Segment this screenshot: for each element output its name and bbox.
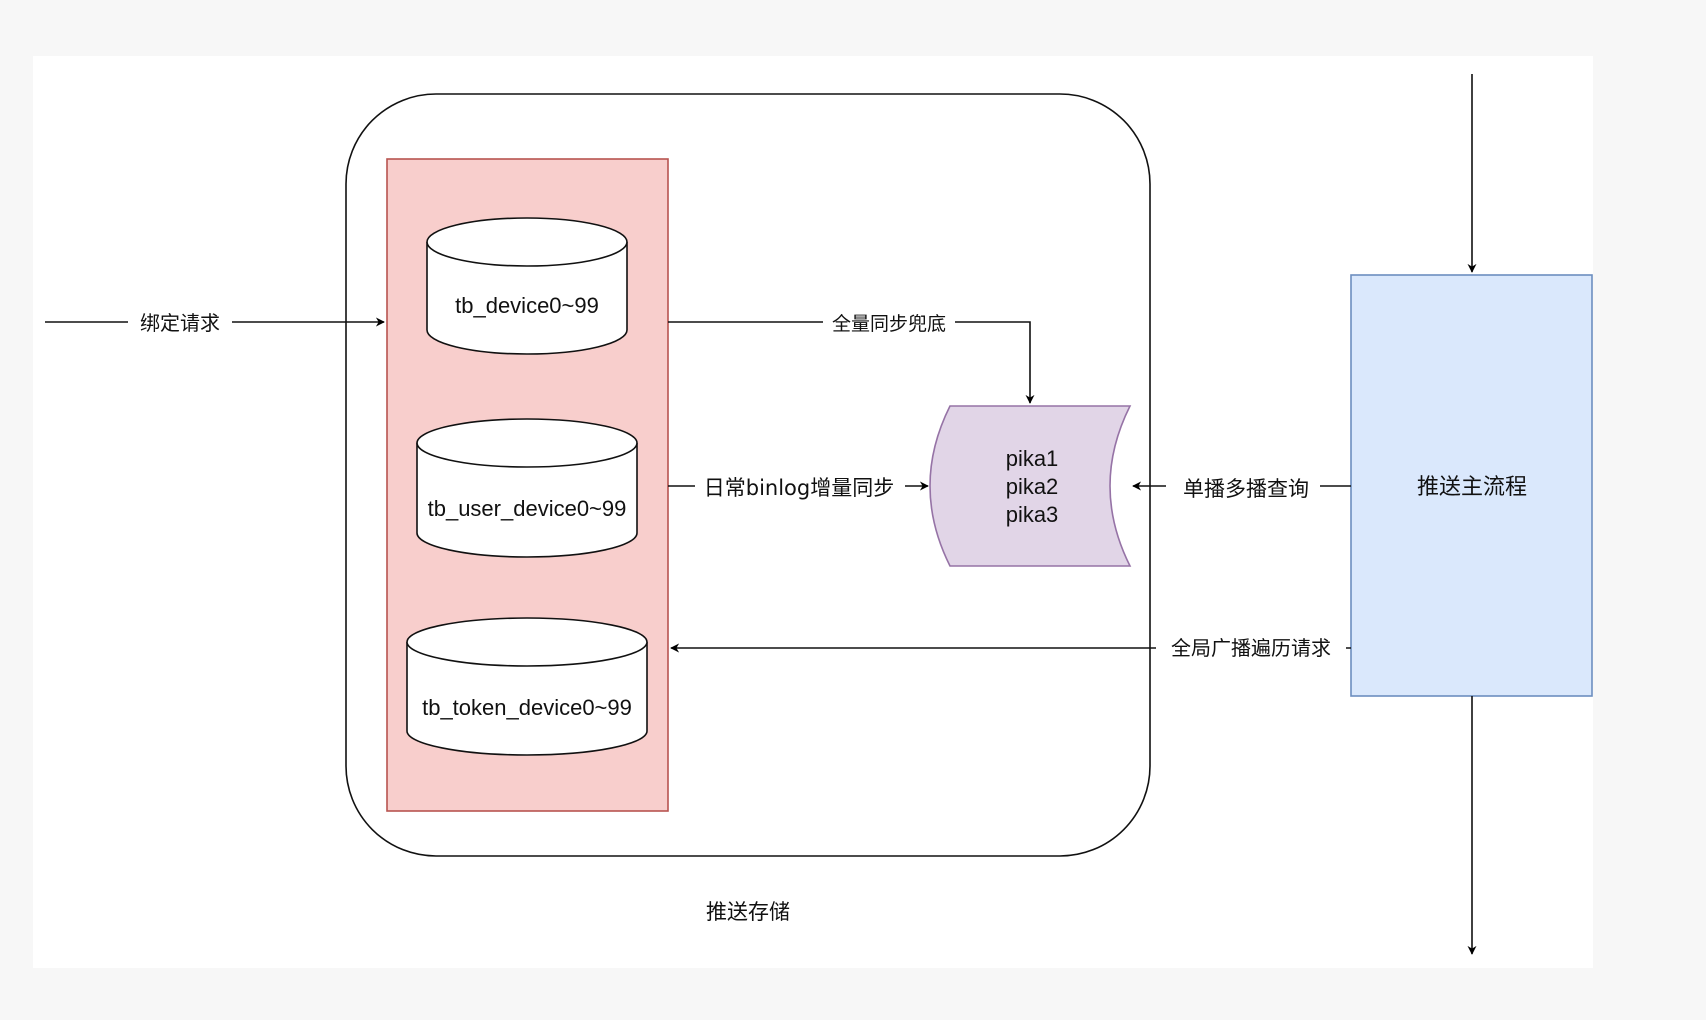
table-label: tb_user_device0~99 xyxy=(428,496,627,521)
db-cylinder-tb-token-device[interactable]: tb_token_device0~99 xyxy=(406,617,648,756)
edge-daily-binlog-sync[interactable]: 日常binlog增量同步 xyxy=(668,472,929,500)
pika-label-1: pika1 xyxy=(1006,446,1059,471)
edge-label-unicast-query: 单播多播查询 xyxy=(1183,477,1309,501)
edge-label-binlog-sync: 日常binlog增量同步 xyxy=(704,476,895,500)
pika-node[interactable]: pika1 pika2 pika3 xyxy=(929,405,1132,567)
edge-label-bind-request: 绑定请求 xyxy=(140,311,220,335)
pika-label-3: pika3 xyxy=(1006,502,1059,527)
edge-label-full-sync: 全量同步兜底 xyxy=(832,313,946,335)
pika-label-2: pika2 xyxy=(1006,474,1059,499)
main-process-box[interactable]: 推送主流程 xyxy=(1350,274,1593,697)
table-label: tb_token_device0~99 xyxy=(422,695,632,720)
edge-bind-request[interactable]: 绑定请求 xyxy=(45,308,385,336)
storage-group-label: 推送存储 xyxy=(706,900,790,924)
db-cylinder-tb-device[interactable]: tb_device0~99 xyxy=(426,217,628,355)
edge-unicast-multicast-query[interactable]: 单播多播查询 xyxy=(1132,472,1351,501)
edge-full-sync-fallback[interactable]: 全量同步兜底 xyxy=(668,308,1035,404)
edge-broadcast-traverse[interactable]: 全局广播遍历请求 xyxy=(670,634,1351,662)
main-process-label: 推送主流程 xyxy=(1417,475,1527,500)
edge-label-broadcast: 全局广播遍历请求 xyxy=(1171,636,1331,660)
table-label: tb_device0~99 xyxy=(455,293,599,318)
db-cylinder-tb-user-device[interactable]: tb_user_device0~99 xyxy=(416,418,638,558)
